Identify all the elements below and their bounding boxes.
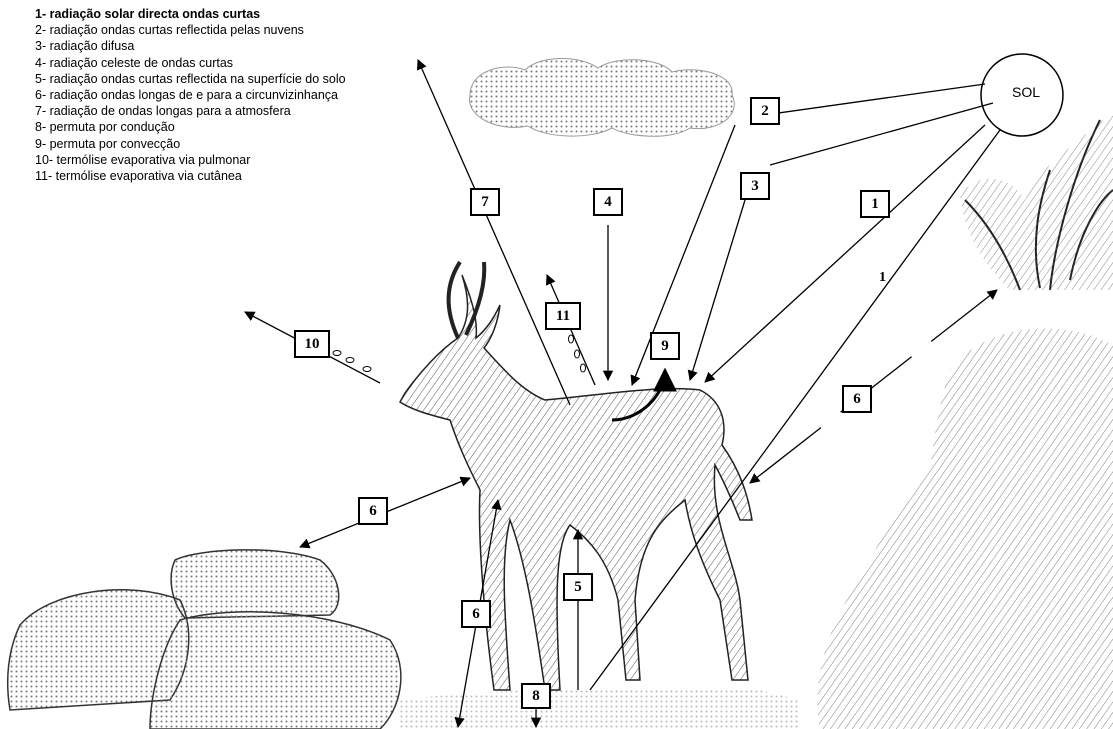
label-5: 5: [563, 573, 593, 601]
label-6-left: 6: [358, 497, 388, 525]
label-8: 8: [521, 683, 551, 709]
cloud: [470, 58, 735, 136]
sun-label: SOL: [1001, 84, 1051, 100]
label-1-plain: 1: [879, 270, 886, 286]
rocks-left: [8, 550, 401, 729]
label-11: 11: [545, 302, 581, 330]
label-4: 4: [593, 188, 623, 216]
label-1: 1: [860, 190, 890, 218]
label-10: 10: [294, 330, 330, 358]
arrow-2-sun-to-cloud: [757, 84, 985, 116]
arrow-3-top: [770, 103, 993, 165]
tree-right: [960, 110, 1113, 290]
label-6-right: 6: [842, 385, 872, 413]
ground: [400, 688, 800, 729]
arrow-2: [632, 125, 735, 385]
label-3: 3: [740, 172, 770, 200]
label-2: 2: [750, 97, 780, 125]
label-9: 9: [650, 332, 680, 360]
label-7: 7: [470, 188, 500, 216]
arrow-1-to-animal: [705, 125, 985, 382]
label-6-bottom: 6: [461, 600, 491, 628]
